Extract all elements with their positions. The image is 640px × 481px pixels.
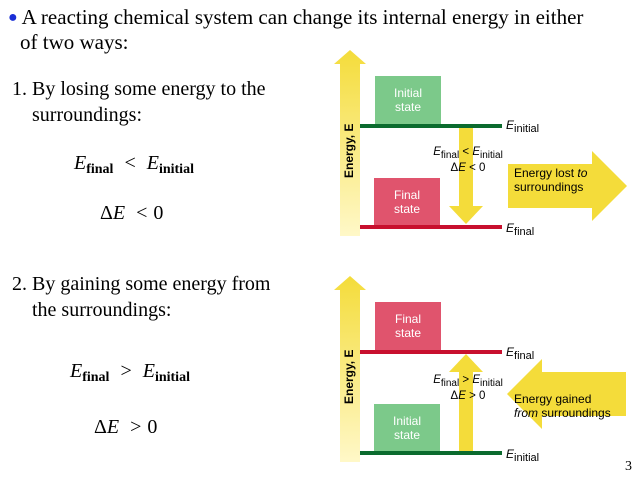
- diagram-2-relation: Efinal > Einitial ΔE > 0: [433, 374, 503, 402]
- energy-lost-label: Energy lost to surroundings: [514, 166, 588, 194]
- diagram-1-relation: Efinal < Einitial ΔE < 0: [433, 146, 503, 174]
- diagram-1-arrows: [334, 50, 627, 236]
- point-1-equation-1: Efinal < Einitial: [74, 152, 194, 177]
- final-level-line: [360, 225, 502, 229]
- initial-state-box: Initial state: [374, 404, 440, 452]
- point-2-line-1: 2. By gaining some energy from: [12, 273, 271, 295]
- diagram-2-arrows: [334, 276, 626, 462]
- energy-down-arrow: [449, 126, 483, 224]
- initial-state-box: Initial state: [375, 76, 441, 124]
- point-2-text: 2. By gaining some energy from the surro…: [12, 271, 270, 323]
- point-1-text: 1. By losing some energy to the surround…: [12, 76, 266, 128]
- energy-up-arrow: [449, 354, 483, 452]
- point-1-line-1: 1. By losing some energy to the: [12, 78, 266, 100]
- energy-diagram-gain: Energy, E Final state Efinal Initial sta…: [330, 274, 640, 464]
- initial-level-line: [360, 124, 502, 128]
- final-state-box: Final state: [374, 178, 440, 226]
- intro-line-1: A reacting chemical system can change it…: [21, 5, 584, 29]
- energy-axis-label: Energy, E: [342, 349, 356, 404]
- point-2-equation-1: Efinal > Einitial: [70, 360, 190, 385]
- energy-axis-arrow: [334, 50, 366, 236]
- point-2-line-2: the surroundings:: [32, 299, 172, 321]
- final-level-line: [360, 350, 502, 354]
- final-state-box: Final state: [375, 302, 441, 350]
- point-1-line-2: surroundings:: [32, 104, 142, 126]
- initial-level-label: Einitial: [506, 118, 540, 135]
- energy-axis-arrow: [334, 276, 366, 462]
- energy-gained-label: Energy gained from surroundings: [514, 392, 611, 420]
- final-level-label: Efinal: [506, 345, 535, 362]
- energy-gained-side-arrow: [507, 359, 626, 429]
- energy-diagram-loss: Energy, E Initial state Einitial Final s…: [330, 48, 640, 238]
- initial-level-line: [360, 451, 502, 455]
- intro-line-2: of two ways:: [20, 30, 129, 54]
- energy-lost-side-arrow: [508, 151, 627, 221]
- point-2-equation-2: ΔE >0: [94, 416, 158, 438]
- energy-axis-label: Energy, E: [342, 123, 356, 178]
- final-level-label: Efinal: [506, 221, 535, 238]
- initial-level-label: Einitial: [506, 447, 540, 464]
- point-1-equation-2: ΔE <0: [100, 202, 164, 224]
- page-number: 3: [625, 459, 632, 474]
- bullet-icon: ●: [8, 9, 18, 26]
- intro-bullet: ●A reacting chemical system can change i…: [8, 6, 640, 54]
